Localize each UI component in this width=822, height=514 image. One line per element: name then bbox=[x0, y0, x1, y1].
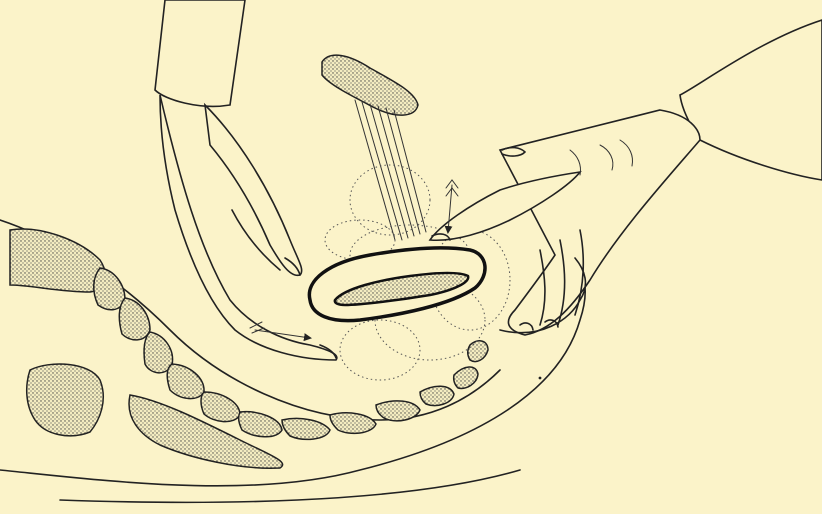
internal-hand bbox=[155, 0, 337, 360]
pubic-bone bbox=[322, 55, 418, 115]
ligament-fibers bbox=[355, 100, 426, 240]
umbilicus-dot bbox=[539, 377, 542, 380]
external-hand bbox=[430, 20, 822, 335]
uterus bbox=[309, 248, 485, 321]
